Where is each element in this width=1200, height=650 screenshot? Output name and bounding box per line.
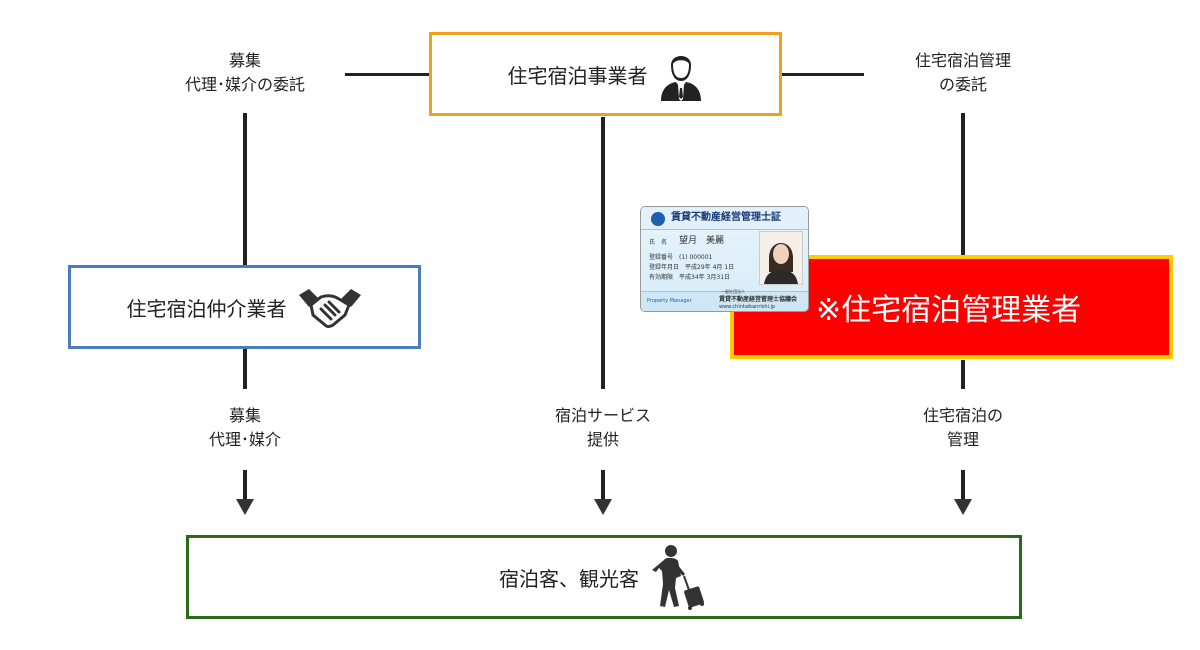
connector-left-arrow-stem [243, 470, 247, 500]
arrow-down-right [954, 499, 972, 515]
label-management-consignment: 住宅宿泊管理 の委託 [914, 51, 1011, 94]
connector-center [601, 117, 605, 389]
license-photo [759, 231, 803, 285]
connector-right-lower [961, 360, 965, 389]
label-lodging-service: 宿泊サービス 提供 [554, 406, 651, 449]
intermediary-box: 住宅宿泊仲介業者 [68, 265, 421, 349]
connector-left-upper [243, 113, 247, 265]
connector-right-upper [961, 113, 965, 256]
guests-box: 宿泊客、観光客 [186, 535, 1022, 619]
connector-right-arrow-stem [961, 470, 965, 500]
guests-title: 宿泊客、観光客 [499, 566, 639, 591]
intermediary-title: 住宅宿泊仲介業者 [126, 296, 287, 321]
license-card-header [641, 207, 808, 230]
arrow-down-center [594, 499, 612, 515]
handshake-icon [297, 285, 363, 329]
traveler-with-suitcase-icon [649, 544, 709, 610]
license-card-footer [641, 291, 808, 311]
connector-right-top [782, 73, 864, 76]
operator-box: 住宅宿泊事業者 [429, 32, 782, 116]
arrow-down-left [236, 499, 254, 515]
connector-left-top [345, 73, 430, 76]
businessman-icon [658, 47, 704, 101]
license-card-title: 賃貸不動産経営管理士証 [671, 212, 781, 223]
operator-title: 住宅宿泊事業者 [507, 63, 648, 88]
label-lodging-management: 住宅宿泊の 管理 [922, 406, 1003, 449]
manager-title: ※住宅宿泊管理業者 [816, 293, 1082, 328]
connector-left-lower [243, 349, 247, 389]
label-recruit-agency: 募集 代理･媒介 [208, 406, 281, 449]
label-recruit-consignment: 募集 代理･媒介の委託 [184, 51, 305, 94]
connector-center-arrow-stem [601, 470, 605, 500]
license-card: 賃貸不動産経営管理士証 氏 名 望月 美麗 登録番号 (1) 000001 登録… [640, 206, 809, 312]
license-seal-icon [651, 212, 665, 226]
